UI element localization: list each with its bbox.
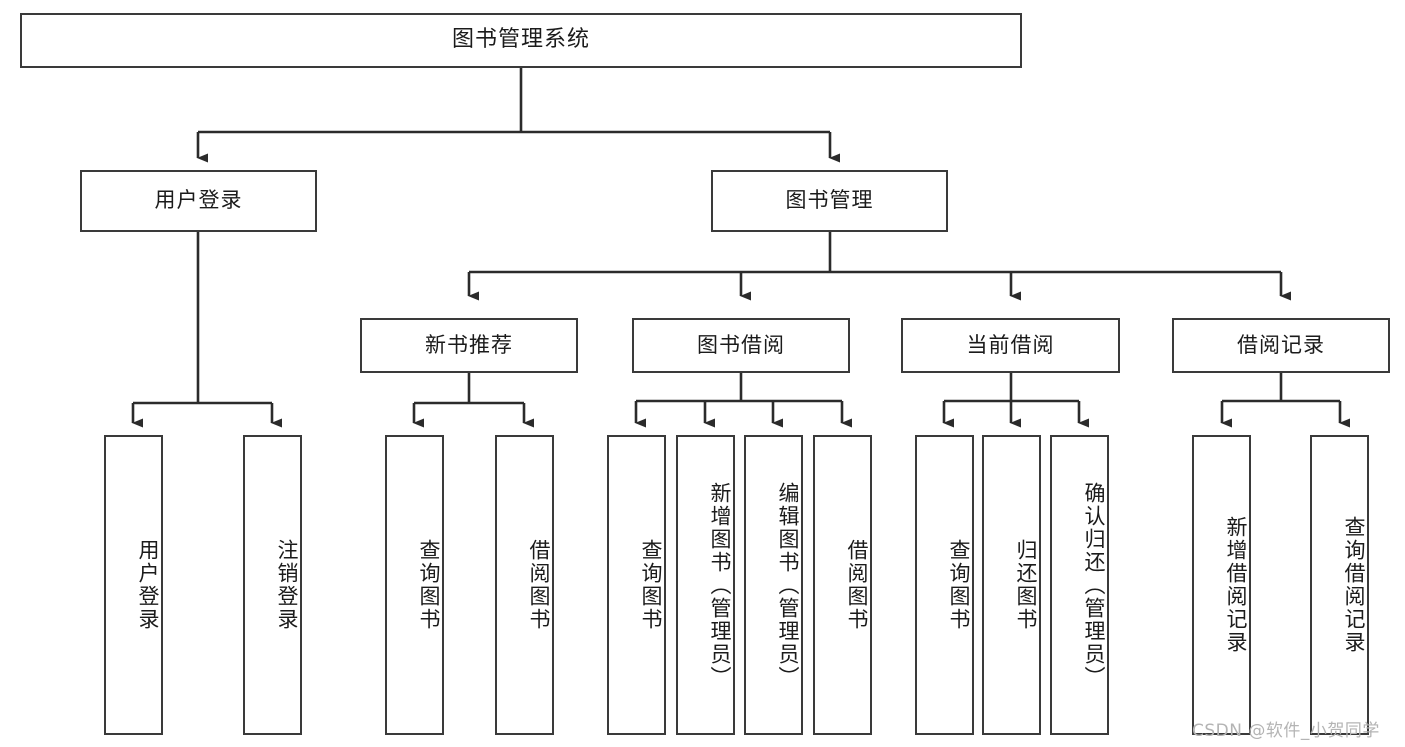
node-book-management[interactable]: 图书管理 [711,170,948,232]
node-borrowing-record[interactable]: 借阅记录 [1172,318,1390,373]
leaf-query-borrow-record[interactable]: 查询借阅记录 [1310,435,1369,735]
leaf-label: 借阅图书 [527,539,551,631]
leaf-borrow-book-2[interactable]: 借阅图书 [813,435,872,735]
leaf-user-login[interactable]: 用户登录 [104,435,163,735]
node-current-borrowing[interactable]: 当前借阅 [901,318,1120,373]
leaf-edit-book-admin[interactable]: 编辑图书（管理员） [744,435,803,735]
leaf-label: 新增借阅记录 [1224,516,1248,654]
leaf-label: 借阅图书 [845,539,869,631]
leaf-label: 查询图书 [947,539,971,631]
leaf-label: 归还图书 [1014,539,1038,631]
watermark-text: CSDN @软件_小贺同学 [1192,721,1380,741]
leaf-label: 查询图书 [417,539,441,631]
leaf-query-book-1[interactable]: 查询图书 [385,435,444,735]
node-user-login[interactable]: 用户登录 [80,170,317,232]
leaf-confirm-return-admin[interactable]: 确认归还（管理员） [1050,435,1109,735]
node-book-borrowing[interactable]: 图书借阅 [632,318,850,373]
leaf-add-borrow-record[interactable]: 新增借阅记录 [1192,435,1251,735]
leaf-label: 查询借阅记录 [1342,516,1366,654]
leaf-label: 编辑图书（管理员） [776,481,800,689]
node-new-book-recommendation[interactable]: 新书推荐 [360,318,578,373]
leaf-label: 确认归还（管理员） [1082,481,1106,689]
leaf-label: 注销登录 [275,539,299,631]
leaf-add-book-admin[interactable]: 新增图书（管理员） [676,435,735,735]
leaf-label: 新增图书（管理员） [708,481,732,689]
leaf-logout[interactable]: 注销登录 [243,435,302,735]
leaf-query-book-2[interactable]: 查询图书 [607,435,666,735]
leaf-label: 查询图书 [639,539,663,631]
leaf-borrow-book-1[interactable]: 借阅图书 [495,435,554,735]
leaf-return-book[interactable]: 归还图书 [982,435,1041,735]
leaf-label: 用户登录 [136,539,160,631]
node-root-system[interactable]: 图书管理系统 [20,13,1022,68]
leaf-query-book-3[interactable]: 查询图书 [915,435,974,735]
